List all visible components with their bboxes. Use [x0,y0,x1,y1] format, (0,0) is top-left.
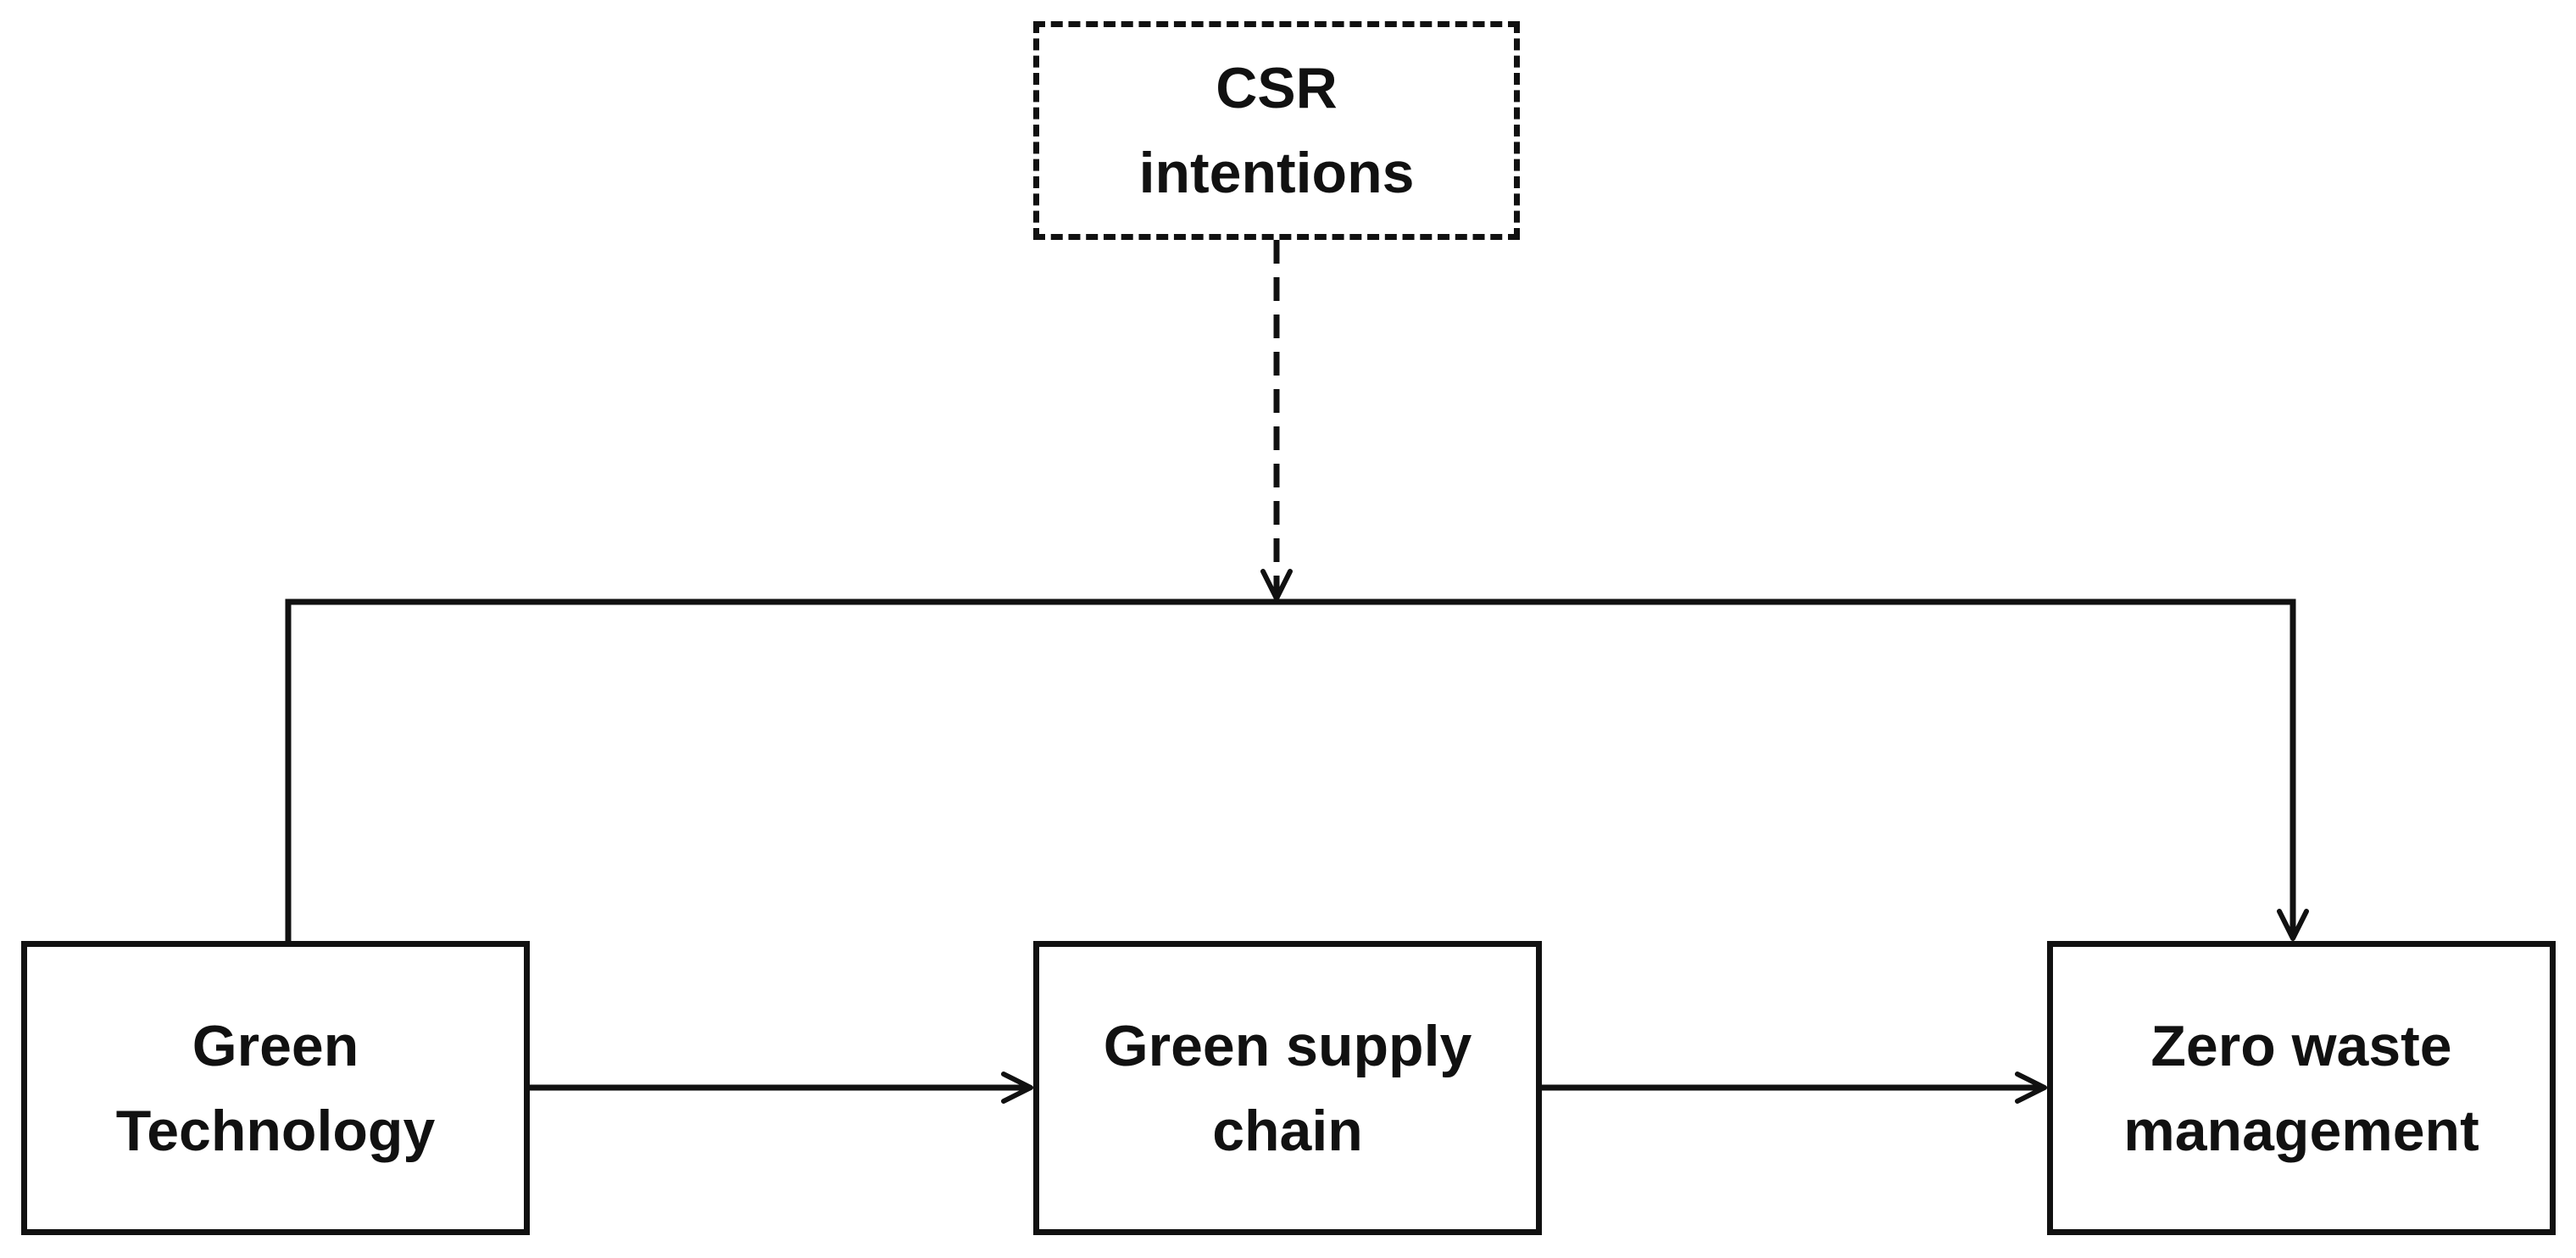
node-zero-waste-management: Zero waste management [2047,941,2556,1235]
node-green-technology-line1: Green [192,1013,359,1078]
arrow-green-tech-to-zero-waste [285,598,2309,941]
node-csr-intentions: CSR intentions [1033,21,1520,240]
node-green-supply-chain-line2: chain [1212,1098,1363,1163]
node-green-supply-chain: Green supply chain [1033,941,1542,1235]
node-green-technology: Green Technology [21,941,530,1235]
node-green-technology-line2: Technology [115,1098,436,1163]
node-csr-line2: intentions [1138,141,1415,205]
node-zero-waste-line1: Zero waste [2150,1013,2452,1078]
node-green-supply-chain-line1: Green supply [1103,1013,1472,1078]
node-zero-waste-line2: management [2123,1098,2479,1163]
node-csr-line1: CSR [1216,56,1338,120]
